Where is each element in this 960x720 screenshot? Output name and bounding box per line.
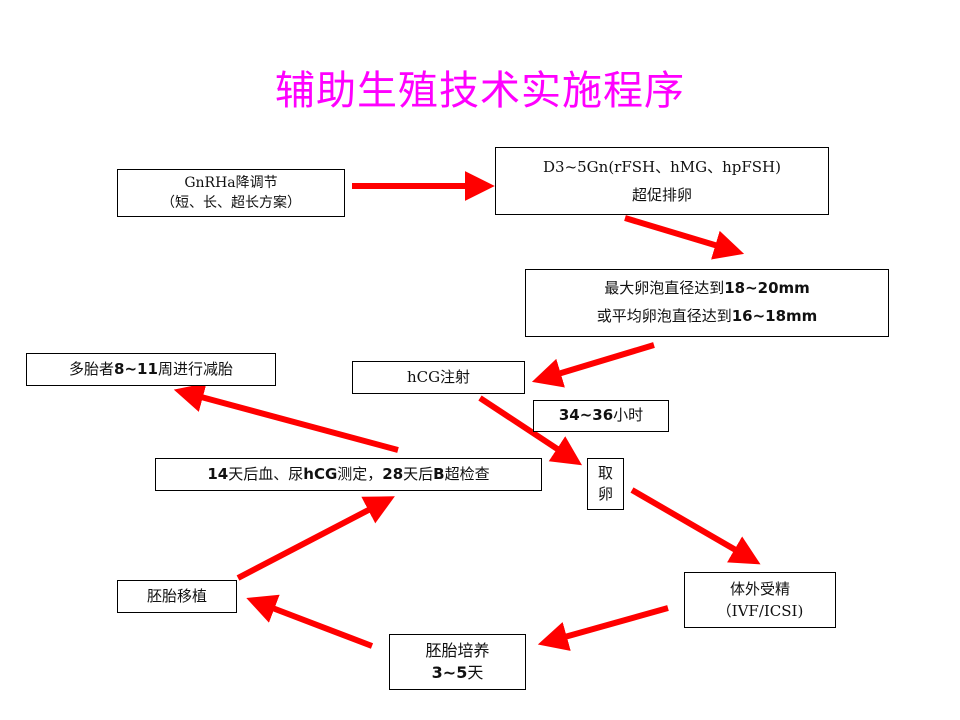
interval-label: 34~36小时 (559, 404, 643, 427)
follicle-line1: 最大卵泡直径达到18~20mm (604, 275, 810, 303)
hcg-label: hCG注射 (406, 367, 471, 386)
culture-line2: 3~5天 (432, 662, 484, 684)
culture-box: 胚胎培养 3~5天 (389, 634, 526, 690)
reduction-text1: 多胎者 (69, 359, 115, 378)
gnrha-line2: （短、长、超长方案） (161, 195, 301, 211)
stimulation-line1: D3~5Gn(rFSH、hMG、hpFSH) (543, 157, 781, 176)
ivf-line1: 体外受精 (729, 579, 790, 598)
follicle-line1-text: 最大卵泡直径达到 (604, 279, 725, 298)
arrow-stimulation-to-follicle (624, 215, 745, 260)
ivf-box: 体外受精 （IVF/ICSI) (684, 572, 836, 628)
arrow-culture-to-transfer (246, 594, 374, 649)
stimulation-box: D3~5Gn(rFSH、hMG、hpFSH) 超促排卵 (495, 147, 829, 215)
arrow-follicle-to-hcg (531, 342, 655, 388)
culture-days-value: 3~5 (431, 663, 468, 682)
check-box: 14天后血、尿hCG测定，28天后B超检查 (155, 458, 542, 491)
reduction-label: 多胎者8~11周进行减胎 (69, 358, 233, 381)
transfer-box: 胚胎移植 (117, 580, 237, 613)
check-text1: 天后血、尿 (228, 464, 304, 483)
retrieval-box: 取 卵 (587, 458, 624, 510)
retrieval-char2: 卵 (597, 485, 613, 503)
interval-value: 34~36 (558, 406, 614, 425)
arrow-hcg-to-retrieval (478, 395, 583, 466)
check-text4: 天后 (403, 464, 434, 483)
interval-box: 34~36小时 (533, 400, 669, 432)
check-day2: 28 (382, 464, 404, 483)
check-text3: 测定， (337, 464, 383, 483)
arrow-ivf-to-culture (537, 605, 669, 651)
reduction-text2: 周进行减胎 (157, 359, 233, 378)
arrow-retrieval-to-ivf (630, 487, 761, 565)
follicle-line2-text: 或平均卵泡直径达到 (596, 307, 732, 325)
check-b: B (433, 464, 445, 483)
reduction-weeks: 8~11 (114, 359, 158, 378)
arrow-check-to-reduction (173, 382, 399, 453)
gnrha-line1: GnRHa降调节 (184, 174, 278, 191)
retrieval-char1: 取 (597, 464, 613, 482)
ivf-line2: （IVF/ICSI) (716, 602, 804, 620)
follicle-box: 最大卵泡直径达到18~20mm 或平均卵泡直径达到16~18mm (525, 269, 889, 337)
culture-days-unit: 天 (467, 663, 484, 682)
page-title: 辅助生殖技术实施程序 (275, 68, 685, 114)
culture-line1: 胚胎培养 (425, 640, 490, 660)
gnrha-box: GnRHa降调节 （短、长、超长方案） (117, 169, 345, 217)
check-label: 14天后血、尿hCG测定，28天后B超检查 (207, 463, 489, 486)
reduction-box: 多胎者8~11周进行减胎 (26, 353, 276, 386)
check-text6: 超检查 (444, 464, 490, 483)
follicle-line1-value: 18~20mm (724, 279, 810, 298)
follicle-line2: 或平均卵泡直径达到16~18mm (597, 303, 818, 331)
arrow-transfer-to-check (236, 496, 395, 581)
interval-unit: 小时 (613, 406, 644, 425)
check-hcg: hCG (303, 464, 338, 483)
hcg-box: hCG注射 (352, 361, 525, 394)
follicle-line2-value: 16~18mm (731, 307, 818, 325)
check-day1: 14 (207, 464, 229, 483)
stimulation-line2: 超促排卵 (631, 186, 692, 204)
transfer-label: 胚胎移植 (146, 586, 207, 605)
